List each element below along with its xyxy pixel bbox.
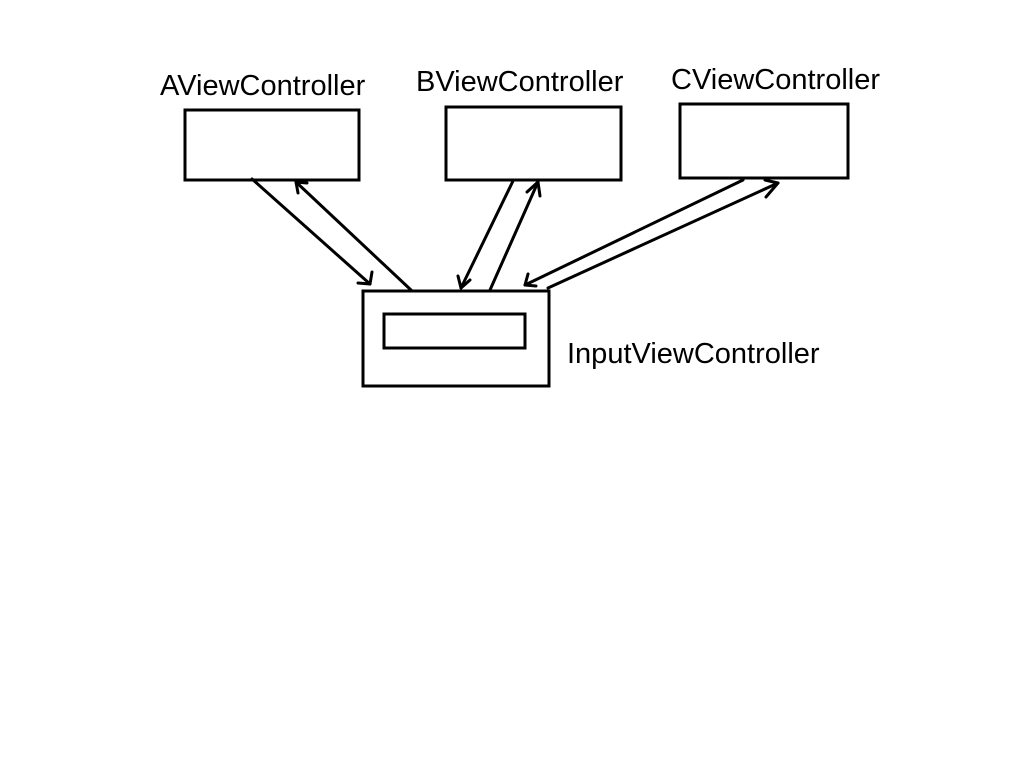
arrowhead-icon (456, 274, 472, 290)
node-input-label: InputViewController (567, 338, 820, 370)
node-b-label: BViewController (416, 66, 624, 98)
edge-b-to-input (456, 179, 515, 290)
edge-input-to-a (294, 180, 413, 292)
input-text-field (382, 312, 527, 350)
node-a-label: AViewController (160, 70, 366, 102)
arrowhead-icon (525, 180, 542, 198)
arrowhead-icon (356, 270, 374, 286)
arrowhead-icon (294, 180, 309, 195)
node-input-view-controller: InputViewController (361, 289, 820, 388)
node-c-label: CViewController (671, 64, 880, 96)
edge-input-to-c (546, 178, 780, 290)
node-a-box (183, 108, 361, 182)
node-input-box (361, 289, 551, 388)
edge-input-to-b (488, 180, 542, 292)
node-b-box (444, 105, 623, 182)
arrowhead-icon (523, 272, 538, 288)
node-b-view-controller: BViewController (416, 66, 624, 182)
node-a-view-controller: AViewController (160, 70, 366, 182)
node-c-view-controller: CViewController (671, 64, 880, 180)
edge-c-to-input (523, 178, 745, 288)
arrowhead-icon (763, 178, 780, 199)
edge-a-to-input (250, 177, 374, 286)
node-c-box (678, 102, 850, 180)
